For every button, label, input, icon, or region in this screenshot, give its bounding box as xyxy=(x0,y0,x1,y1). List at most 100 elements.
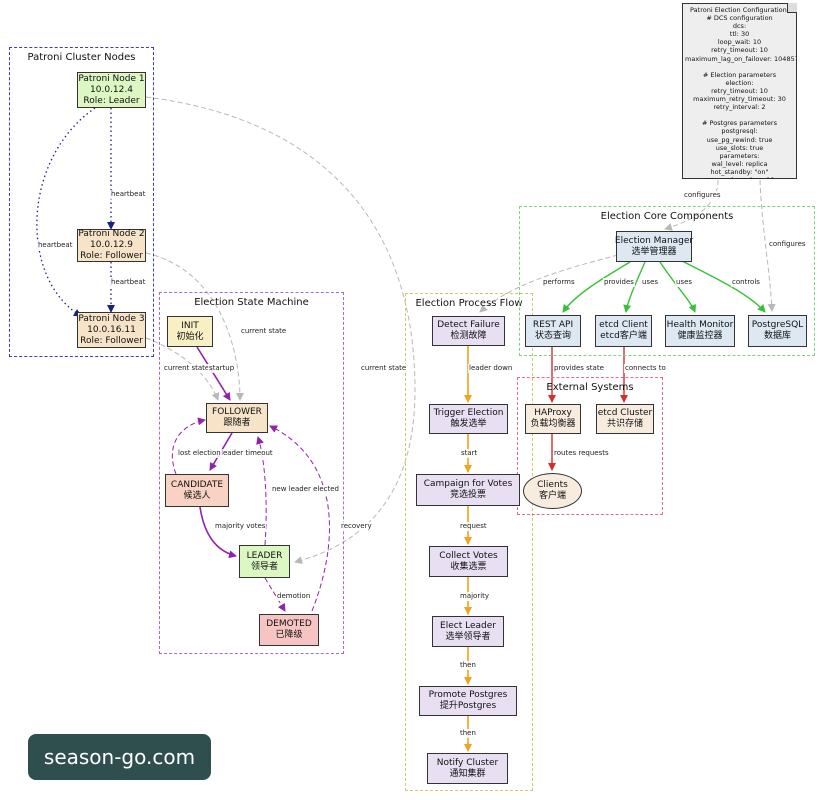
edge-label-n1-n3: heartbeat xyxy=(37,241,74,250)
node-line: Campaign for Votes xyxy=(423,479,513,489)
node-line: 负载均衡器 xyxy=(530,419,576,429)
cluster-title: Election Process Flow xyxy=(415,298,523,309)
edge-note-manager xyxy=(664,179,719,231)
node-line: etcd Cluster xyxy=(597,408,653,418)
node-line: 提升Postgres xyxy=(439,701,497,711)
note-line: use_pg_rewind: true xyxy=(706,135,773,144)
note-line: retry_interval: 2 xyxy=(713,103,766,112)
cluster-external-systems: External Systems xyxy=(517,377,663,515)
cluster-title: Election Core Components xyxy=(600,211,734,222)
note-line: ttl: 30 xyxy=(729,30,750,39)
node-etcd-client: etcd Client etcd客户端 xyxy=(595,315,652,347)
edge-manager-health xyxy=(659,261,696,313)
edge-label-haproxy-clients: routes requests xyxy=(553,449,610,458)
edge-label-elect-promote: then xyxy=(459,661,477,670)
edge-init-follower xyxy=(196,346,231,401)
node-line: 触发选举 xyxy=(450,419,487,429)
cluster-patroni-nodes: Patroni Cluster Nodes xyxy=(9,47,154,357)
note-line: maximum_retry_timeout: 30 xyxy=(693,95,786,104)
edge-label-detect-trigger: leader down xyxy=(468,364,514,373)
edge-label-demoted-follower: recovery xyxy=(340,522,373,531)
edge-demoted-follower xyxy=(269,425,330,612)
edge-manager-postgres xyxy=(679,259,766,313)
edge-candidate-follower xyxy=(171,417,206,475)
node-line: Trigger Election xyxy=(433,408,504,418)
node-line: 通知集群 xyxy=(449,768,486,779)
cluster-title: Patroni Cluster Nodes xyxy=(27,52,136,63)
node-line: REST API xyxy=(532,320,574,330)
note-line: hot_standby: "on" xyxy=(710,167,769,176)
edge-label-manager-etcdclient: uses xyxy=(641,278,660,287)
config-note: Patroni Election Configuration: # DCS co… xyxy=(682,3,797,179)
node-line: 健康监控器 xyxy=(677,331,723,341)
edge-leader-follower xyxy=(256,436,267,546)
edge-label-init-follower: startup xyxy=(208,364,236,373)
node-line: 领导者 xyxy=(250,561,278,572)
edge-label-manager-postgres: controls xyxy=(731,278,761,287)
node-election-manager: Election Manager 选举管理器 xyxy=(614,231,694,262)
node-line: 10.0.16.11 xyxy=(87,324,136,335)
node-line: 收集选票 xyxy=(450,561,487,572)
node-line: 检测故障 xyxy=(450,331,487,341)
note-line: loop_wait: 10 xyxy=(717,38,762,47)
node-line: Patroni Node 2 xyxy=(78,229,145,239)
node-line: Role: Leader xyxy=(83,95,140,106)
node-line: 跟随者 xyxy=(223,418,251,428)
cluster-election-state-machine: Election State Machine xyxy=(159,292,344,654)
edge-label-follower-candidate: leader timeout xyxy=(220,449,274,458)
node-line: Role: Follower xyxy=(80,251,143,261)
node-line: etcd Client xyxy=(599,320,648,330)
node-line: Election Manager xyxy=(614,235,694,246)
node-line: 已降级 xyxy=(275,630,303,640)
node-line: 数据库 xyxy=(763,331,791,341)
node-line: Elect Leader xyxy=(440,620,496,631)
node-line: 初始化 xyxy=(176,331,204,342)
node-line: Patroni Node 3 xyxy=(78,313,145,324)
note-line: retry_timeout: 10 xyxy=(711,46,768,55)
node-line: Detect Failure xyxy=(437,320,500,330)
node-patroni-3: Patroni Node 3 10.0.16.11 Role: Follower xyxy=(77,312,146,348)
edge-label-note-manager: configures xyxy=(683,191,722,200)
watermark-badge: season-go.com xyxy=(28,734,211,780)
node-clients: Clients 客户端 xyxy=(523,473,582,509)
node-state-demoted: DEMOTED 已降级 xyxy=(259,614,319,646)
node-line: 客户端 xyxy=(538,491,566,501)
edge-label-manager-restapi: provides xyxy=(603,278,635,287)
cluster-election-process-flow: Election Process Flow xyxy=(405,293,533,791)
node-line: 选举管理器 xyxy=(631,246,677,257)
node-line: FOLLOWER xyxy=(212,407,262,417)
edge-label-leader-follower: new leader elected xyxy=(271,485,340,494)
node-state-candidate: CANDIDATE 候选人 xyxy=(165,474,229,507)
node-patroni-2: Patroni Node 2 10.0.12.9 Role: Follower xyxy=(77,229,146,262)
node-line: CANDIDATE xyxy=(170,479,224,490)
edge-label-n1-n2: heartbeat xyxy=(110,190,147,199)
edge-label-n3-follower: current state xyxy=(163,364,211,373)
note-line: Patroni Election Configuration: xyxy=(690,6,789,14)
note-line: dcs: xyxy=(732,22,747,31)
edge-note-postgres xyxy=(759,179,776,312)
node-process-notify-cluster: Notify Cluster 通知集群 xyxy=(427,753,508,784)
note-line: wal_level: replica xyxy=(711,159,768,168)
note-line: election: xyxy=(725,78,754,87)
note-line xyxy=(685,111,794,119)
node-health-monitor: Health Monitor 健康监控器 xyxy=(665,315,735,347)
node-process-detect-failure: Detect Failure 检测故障 xyxy=(432,316,505,346)
node-line: Role: Follower xyxy=(80,335,143,346)
edge-manager-restapi xyxy=(562,261,631,313)
cluster-title: External Systems xyxy=(546,382,634,393)
node-line: DEMOTED xyxy=(266,619,312,629)
edge-label-restapi-haproxy: provides state xyxy=(553,364,605,373)
node-process-trigger-election: Trigger Election 触发选举 xyxy=(429,404,508,434)
node-process-collect-votes: Collect Votes 收集选票 xyxy=(429,546,508,577)
note-line: # DCS configuration xyxy=(706,14,773,23)
edge-label-note-postgres: configures xyxy=(768,240,807,249)
note-line: # Postgres parameters xyxy=(702,119,777,128)
edge-label-trigger-campaign: start xyxy=(460,449,479,458)
note-line: maximum_lag_on_failover: 1048576 xyxy=(685,54,803,63)
node-process-promote-postgres: Promote Postgres 提升Postgres xyxy=(419,686,517,716)
node-line: Promote Postgres xyxy=(428,690,508,700)
node-line: Health Monitor xyxy=(666,320,734,330)
node-line: 竞选投票 xyxy=(449,490,486,500)
edge-label-n1-leader: current state xyxy=(360,364,408,373)
node-line: PostgreSQL xyxy=(751,320,804,330)
